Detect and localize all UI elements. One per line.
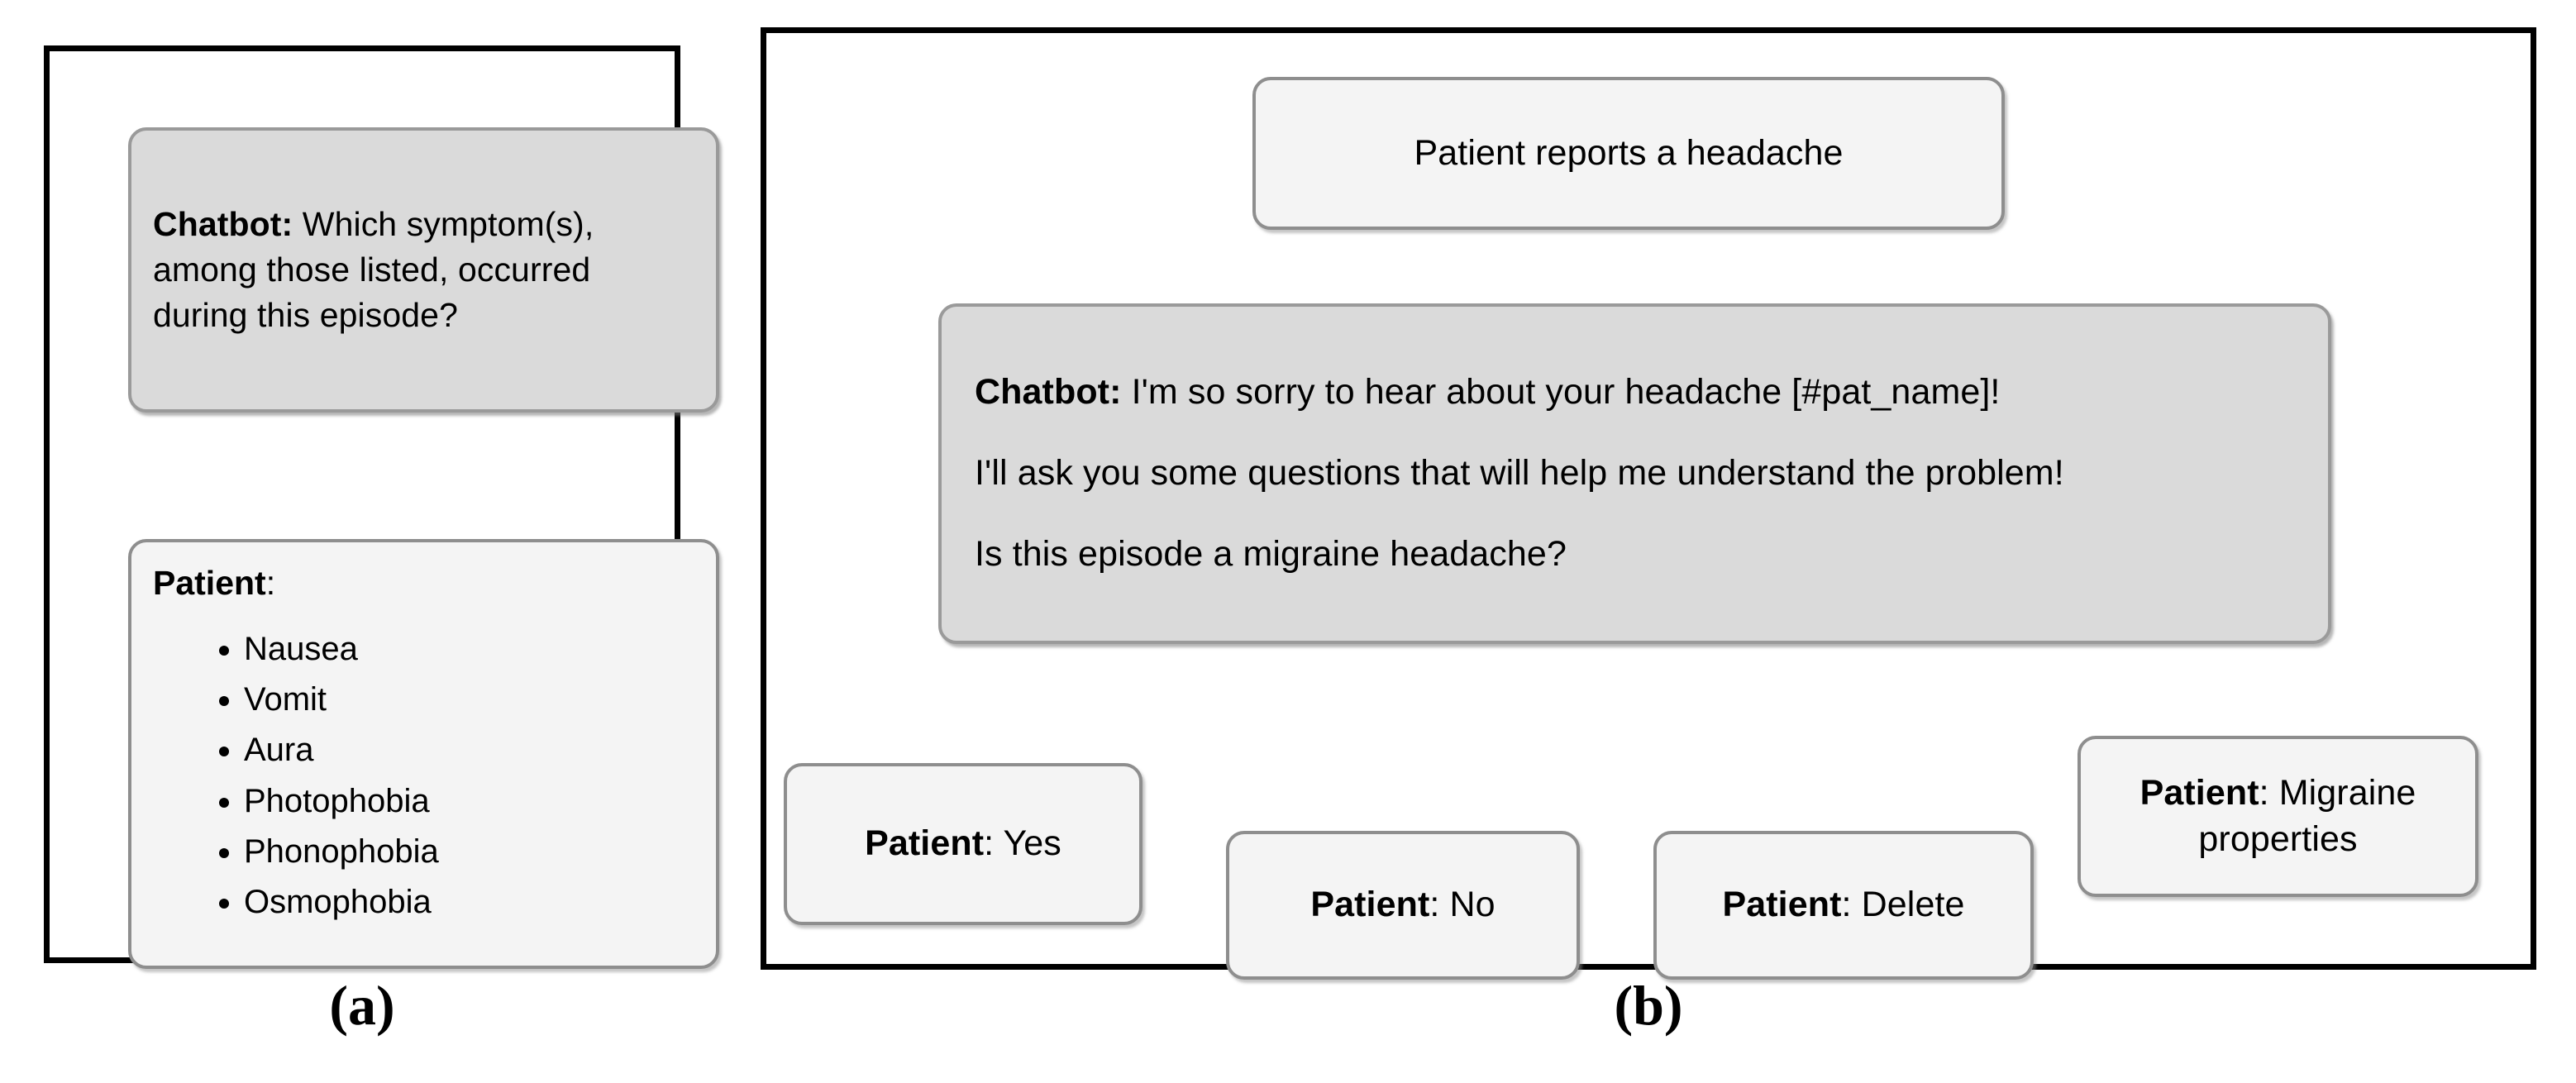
node-text: Patient:	[153, 564, 694, 603]
node-text-line-3: Is this episode a migraine headache?	[975, 533, 1567, 574]
node-chatbot-symptom-question[interactable]: Chatbot: Which symptom(s), among those l…	[128, 127, 719, 413]
node-text: Patient: Yes	[865, 821, 1061, 866]
message-text: : Migraine	[2259, 773, 2416, 813]
node-patient-migraine-properties[interactable]: Patient: Migraine properties	[2077, 736, 2478, 897]
list-item[interactable]: Phonophobia	[244, 827, 694, 877]
node-text: Patient reports a headache	[1414, 132, 1844, 173]
node-patient-yes[interactable]: Patient: Yes	[784, 763, 1143, 925]
list-item[interactable]: Osmophobia	[244, 877, 694, 928]
speaker-label: Chatbot:	[975, 372, 1122, 413]
message-text: : Delete	[1841, 885, 1965, 925]
panel-caption-a: (a)	[329, 974, 395, 1037]
node-text: Patient: Migraine	[2140, 771, 2416, 816]
message-text: : No	[1429, 885, 1496, 925]
node-text: Chatbot: Which symptom(s), among those l…	[153, 202, 694, 338]
list-item[interactable]: Nausea	[244, 624, 694, 675]
message-text: I'm so sorry to hear about your headache…	[1121, 372, 2001, 413]
speaker-label: Patient	[865, 823, 985, 864]
message-text: Which symptom(s), among those listed, oc…	[153, 205, 594, 334]
node-patient-symptom-list[interactable]: Patient: Nausea Vomit Aura Photophobia P…	[128, 539, 719, 969]
node-chatbot-greeting[interactable]: Chatbot: I'm so sorry to hear about your…	[938, 303, 2331, 644]
speaker-label: Patient	[2140, 773, 2259, 813]
node-text-line-1: Chatbot: I'm so sorry to hear about your…	[975, 370, 2295, 415]
speaker-label: Patient	[1722, 885, 1842, 925]
node-text: Patient: Delete	[1722, 882, 1964, 928]
list-item[interactable]: Photophobia	[244, 776, 694, 827]
symptom-list: Nausea Vomit Aura Photophobia Phonophobi…	[153, 624, 694, 928]
message-text: :	[265, 564, 276, 602]
node-start-patient-reports-headache[interactable]: Patient reports a headache	[1252, 77, 2005, 230]
panel-caption-b: (b)	[1614, 974, 1683, 1037]
list-item[interactable]: Vomit	[244, 675, 694, 725]
speaker-label: Chatbot:	[153, 205, 293, 244]
node-text: Patient: No	[1310, 882, 1495, 928]
panel-a: Chatbot: Which symptom(s), among those l…	[44, 45, 719, 969]
list-item[interactable]: Aura	[244, 725, 694, 775]
message-text: : Yes	[984, 823, 1061, 864]
node-patient-no[interactable]: Patient: No	[1226, 831, 1580, 980]
node-text-line-2: I'll ask you some questions that will he…	[975, 453, 2064, 494]
node-patient-delete[interactable]: Patient: Delete	[1653, 831, 2034, 980]
node-text-line-2: properties	[2198, 818, 2358, 859]
speaker-label: Patient	[1310, 885, 1430, 925]
speaker-label: Patient	[153, 564, 266, 602]
